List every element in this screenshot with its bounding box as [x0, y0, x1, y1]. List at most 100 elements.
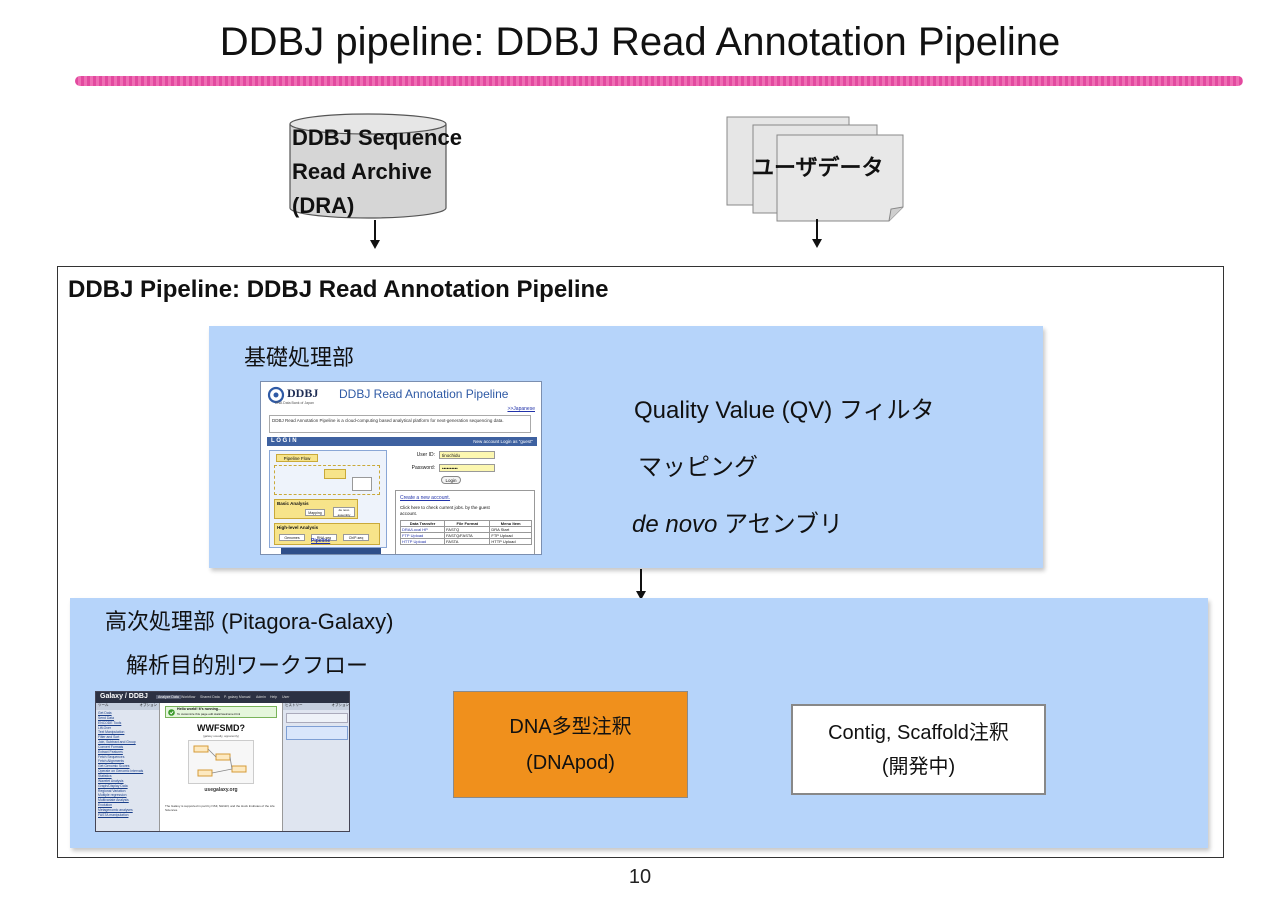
galaxy-footer: The Galaxy is supported in part by NSF, … [165, 804, 275, 812]
table-cell: FASTA [444, 538, 491, 545]
dra-label-line3: (DRA) [292, 193, 355, 218]
arrow-down-icon [636, 569, 646, 600]
tool-item[interactable]: Metagenomic analyses [98, 807, 133, 812]
galaxy-history-panel: ヒストリー オプション [282, 703, 350, 831]
history-header: ヒストリー オプション [283, 703, 350, 710]
tool-item[interactable]: Get Genomic Scores [98, 764, 130, 769]
table-cell[interactable]: HTTP Upload [399, 538, 446, 545]
document-stack-icon [726, 116, 904, 222]
galaxy-center-url: usegalaxy.org [204, 787, 238, 793]
galaxy-notice: Hello world! It's running... To customiz… [165, 706, 277, 718]
transfer-table: Data Transfer File Format Menu Item DRA/… [399, 520, 532, 545]
password-input[interactable]: •••••••••• [439, 464, 495, 472]
high-level-analysis-label: High-level Analysis [277, 525, 319, 530]
tool-item[interactable]: Extract Features [98, 749, 123, 754]
dra-label-line2: Read Archive [292, 159, 432, 184]
login-button[interactable]: Login [441, 476, 461, 484]
galaxy-workflow-image [188, 740, 254, 784]
advanced-processing-title: 高次処理部 (Pitagora-Galaxy) [105, 609, 394, 634]
galaxy-menu-item[interactable]: Help [270, 695, 278, 699]
tool-item[interactable]: Join, Subtract and Group [98, 740, 136, 745]
check-icon [168, 709, 175, 716]
login-bar-links[interactable]: New account Login as "guest" [473, 439, 533, 444]
history-item[interactable] [286, 726, 348, 740]
tool-item[interactable]: Fetch Sequences [98, 754, 125, 759]
tool-item[interactable]: ENCODE Tools [98, 720, 122, 725]
dra-label: DDBJ Sequence Read Archive (DRA) [292, 121, 462, 223]
title-underline [75, 76, 1243, 86]
galaxy-brand[interactable]: Galaxy / DDBJ [100, 693, 148, 700]
flow-footer-bar [281, 548, 381, 554]
de-novo-italic: de novo [632, 511, 718, 538]
tool-item[interactable]: Multivariate Analysis [98, 798, 129, 803]
workflow-subtitle: 解析目的別ワークフロー [126, 653, 369, 678]
japanese-link[interactable]: >>Japanese [507, 406, 535, 412]
tools-options[interactable]: オプション [139, 703, 158, 707]
database-cylinder-icon [289, 113, 447, 219]
tool-item[interactable]: FASTA manipulation [98, 812, 129, 817]
feature-de-novo-assembly: de novo アセンブリ [632, 504, 843, 539]
tool-item[interactable]: Graph/Display Data [98, 783, 128, 788]
galaxy-menu-item[interactable]: User [282, 695, 290, 699]
tool-item[interactable]: Operate on Genomic Intervals [98, 769, 144, 774]
pipeline-link[interactable]: Pipeline [311, 538, 331, 544]
chipseq-node: ChIP-seq [343, 534, 369, 541]
assembly-text: アセンブリ [717, 511, 843, 538]
galaxy-menu-item[interactable]: Shared Data [200, 695, 220, 699]
dnapod-box: DNA多型注釈 (DNApod) [453, 691, 688, 798]
tool-item[interactable]: Wavelet Analysis [98, 778, 124, 783]
galaxy-center-panel: Hello world! It's running... To customiz… [162, 704, 280, 831]
table-row: FTP Upload FASTQ/FASTA FTP Upload [399, 532, 532, 539]
dnapod-line1: DNA多型注釈 [509, 715, 632, 738]
pipeline-intro: DDBJ Read Annotation Pipeline is a cloud… [269, 415, 531, 433]
tool-item[interactable]: Evolution [98, 803, 112, 808]
check-jobs-text: Click here to check current jobs. by the… [400, 505, 490, 516]
tool-item[interactable]: Send Data [98, 715, 115, 720]
login-bar-label: L O G I N [271, 438, 297, 444]
tool-item[interactable]: Fetch Alignments [98, 759, 125, 764]
galaxy-masthead: Galaxy / DDBJ Analyze Data Workflow Shar… [96, 692, 349, 703]
galaxy-menu-item[interactable]: Admin [256, 695, 266, 699]
dnapod-line2: (DNApod) [526, 751, 615, 774]
table-cell: HTTP Upload [489, 538, 532, 545]
pipeline-title: DDBJ Pipeline: DDBJ Read Annotation Pipe… [68, 276, 609, 303]
pipeline-flow-diagram: Pipeline Flow Basic Analysis Mapping de … [269, 450, 387, 548]
password-label: Password: [411, 465, 435, 471]
userid-input[interactable]: tinochidu [439, 451, 495, 459]
tool-item[interactable]: Filter and Sort [98, 735, 120, 740]
history-options[interactable]: オプション [331, 703, 350, 707]
galaxy-menu-item[interactable]: Workflow [181, 695, 196, 699]
tool-item[interactable]: Text Manipulation [98, 730, 125, 735]
tool-item[interactable]: Get Data [98, 711, 112, 715]
basic-analysis-box: Basic Analysis Mapping de novo assembly [274, 499, 358, 519]
tool-item[interactable]: Regional Variation [98, 788, 126, 793]
create-account-link[interactable]: Create a new account. [400, 495, 451, 501]
tool-item[interactable]: Statistics [98, 773, 112, 778]
flow-title: Pipeline Flow [276, 454, 318, 462]
tools-header-label: ツール [98, 703, 109, 707]
ddbj-logo-icon [267, 386, 285, 404]
contig-line2: (開発中) [881, 755, 956, 778]
tools-header: ツール オプション [96, 703, 159, 710]
pipeline-login-screenshot: DDBJ DNA Data Bank of Japan DDBJ Read An… [260, 381, 542, 555]
pipeline-heading: DDBJ Read Annotation Pipeline [339, 387, 509, 401]
basic-processing-title: 基礎処理部 [244, 345, 355, 370]
notice-subtitle: To customize this page edit static/welco… [177, 712, 241, 716]
tool-item[interactable]: Convert Formats [98, 744, 124, 749]
arrow-down-icon [812, 219, 822, 248]
tool-item[interactable]: Multiple regression [98, 793, 127, 798]
galaxy-menu-item[interactable]: Analyze Data [156, 695, 181, 699]
flow-node [352, 477, 372, 491]
galaxy-menu-item[interactable]: P. galaxy Manual [224, 695, 251, 699]
notice-title: Hello world! It's running... [177, 707, 221, 711]
contig-line1: Contig, Scaffold注釈 [828, 721, 1009, 744]
login-bar: L O G I N New account Login as "guest" [267, 437, 537, 446]
dra-label-line1: DDBJ Sequence [292, 125, 462, 150]
genomes-node: Genomes [279, 534, 305, 541]
tool-item[interactable]: Lift-Over [98, 725, 111, 730]
history-item[interactable] [286, 713, 348, 723]
basic-analysis-label: Basic Analysis [277, 501, 309, 506]
galaxy-screenshot: Galaxy / DDBJ Analyze Data Workflow Shar… [95, 691, 350, 832]
